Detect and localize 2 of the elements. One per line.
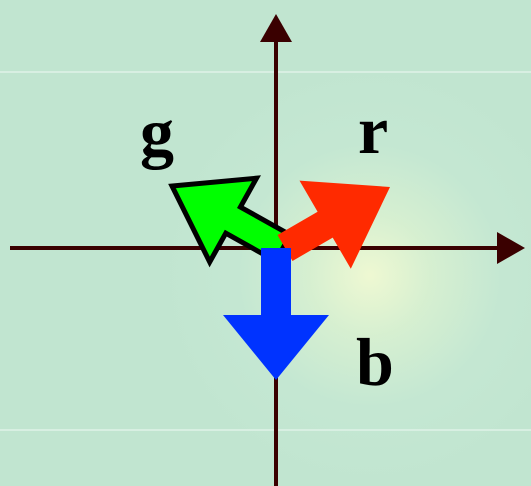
- vector-label: r: [358, 96, 388, 164]
- vector-label: b: [356, 328, 394, 396]
